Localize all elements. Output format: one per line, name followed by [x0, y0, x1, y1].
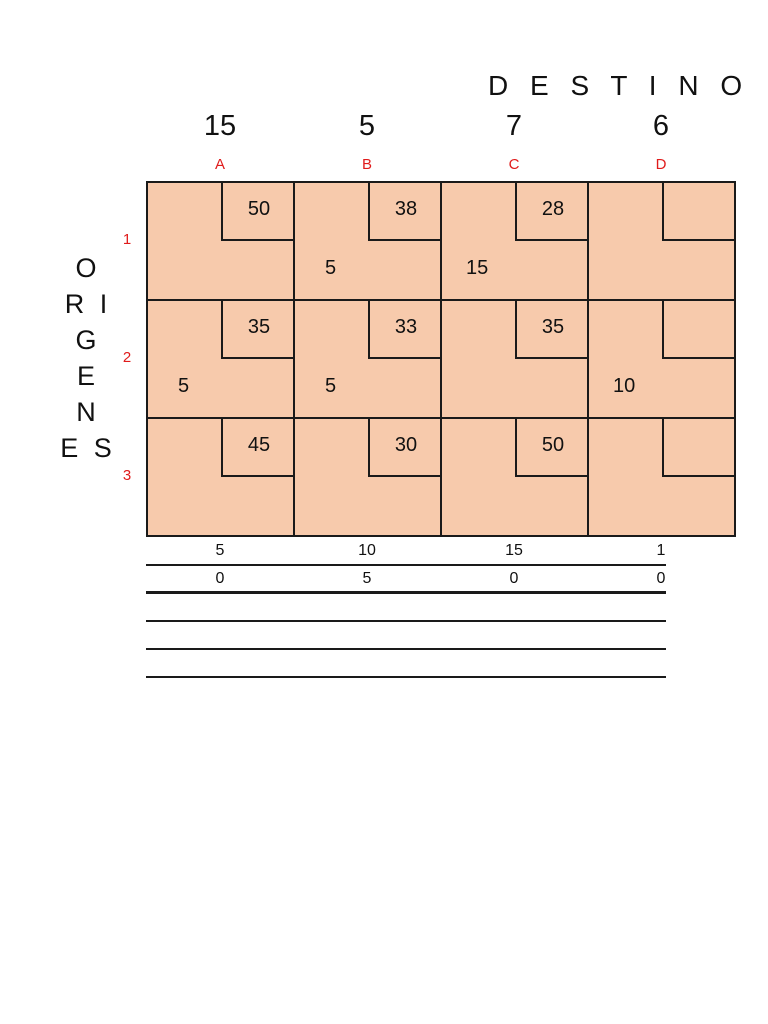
cost-box: 28 [515, 181, 589, 241]
footer-divider [146, 648, 666, 650]
footer-value: 15 [505, 542, 523, 559]
origenes-label: O R I G E N E S [58, 250, 118, 466]
cell-1-d[interactable] [589, 181, 736, 301]
transport-grid: 50 38 5 28 15 35 5 33 5 35 10 [146, 181, 736, 537]
cost-box: 35 [221, 299, 295, 359]
cell-3-b[interactable]: 30 [295, 417, 442, 537]
allocation: 15 [466, 257, 489, 279]
cost-box: 50 [515, 417, 589, 477]
cost-box: 30 [368, 417, 442, 477]
worksheet-area: D E S T I N O 15 5 7 6 A B C D O R I G E… [58, 70, 742, 678]
column-letter-c: C [508, 156, 520, 173]
demand-c: 7 [505, 110, 523, 142]
cell-3-a[interactable]: 45 [148, 417, 295, 537]
footer-value: 10 [358, 542, 376, 559]
cost-box [662, 417, 736, 477]
footer-value: 5 [362, 570, 372, 587]
row-number-3: 3 [122, 467, 132, 484]
footer-value: 0 [656, 570, 666, 587]
cost-box: 33 [368, 299, 442, 359]
column-letter-a: A [214, 156, 225, 173]
origenes-letter: E [76, 361, 99, 391]
cell-2-a[interactable]: 35 5 [148, 299, 295, 419]
cost-box: 38 [368, 181, 442, 241]
origenes-letter: N [76, 397, 100, 427]
cell-2-b[interactable]: 33 5 [295, 299, 442, 419]
demand-d: 6 [652, 110, 670, 142]
cell-3-d[interactable] [589, 417, 736, 537]
footer-value: 0 [215, 570, 225, 587]
origenes-letter: R I [64, 289, 112, 319]
footer-divider [146, 620, 666, 622]
origenes-letter: O [75, 253, 101, 283]
demand-a: 15 [203, 110, 237, 142]
allocation: 5 [325, 257, 337, 279]
footer-divider [146, 676, 666, 678]
cell-2-c[interactable]: 35 [442, 299, 589, 419]
origenes-letter: G [75, 325, 101, 355]
cost-box: 50 [221, 181, 295, 241]
row-number-1: 1 [122, 231, 132, 248]
footer-value: 0 [509, 570, 519, 587]
cell-1-a[interactable]: 50 [148, 181, 295, 301]
cell-1-b[interactable]: 38 5 [295, 181, 442, 301]
footer-value: 5 [215, 542, 225, 559]
footer-divider [146, 591, 666, 594]
footer-value: 1 [656, 542, 666, 559]
destino-title: D E S T I N O [488, 70, 750, 101]
cost-box [662, 299, 736, 359]
cell-2-d[interactable]: 10 [589, 299, 736, 419]
column-letter-d: D [655, 156, 667, 173]
column-letter-b: B [361, 156, 372, 173]
row-number-2: 2 [122, 349, 132, 366]
cost-box: 45 [221, 417, 295, 477]
demand-b: 5 [358, 110, 376, 142]
footer-divider [146, 564, 666, 566]
allocation: 5 [325, 375, 337, 397]
cost-box [662, 181, 736, 241]
cell-1-c[interactable]: 28 15 [442, 181, 589, 301]
allocation: 5 [178, 375, 190, 397]
origenes-letter: E S [60, 433, 116, 463]
allocation: 10 [613, 375, 636, 397]
cost-box: 35 [515, 299, 589, 359]
cell-3-c[interactable]: 50 [442, 417, 589, 537]
